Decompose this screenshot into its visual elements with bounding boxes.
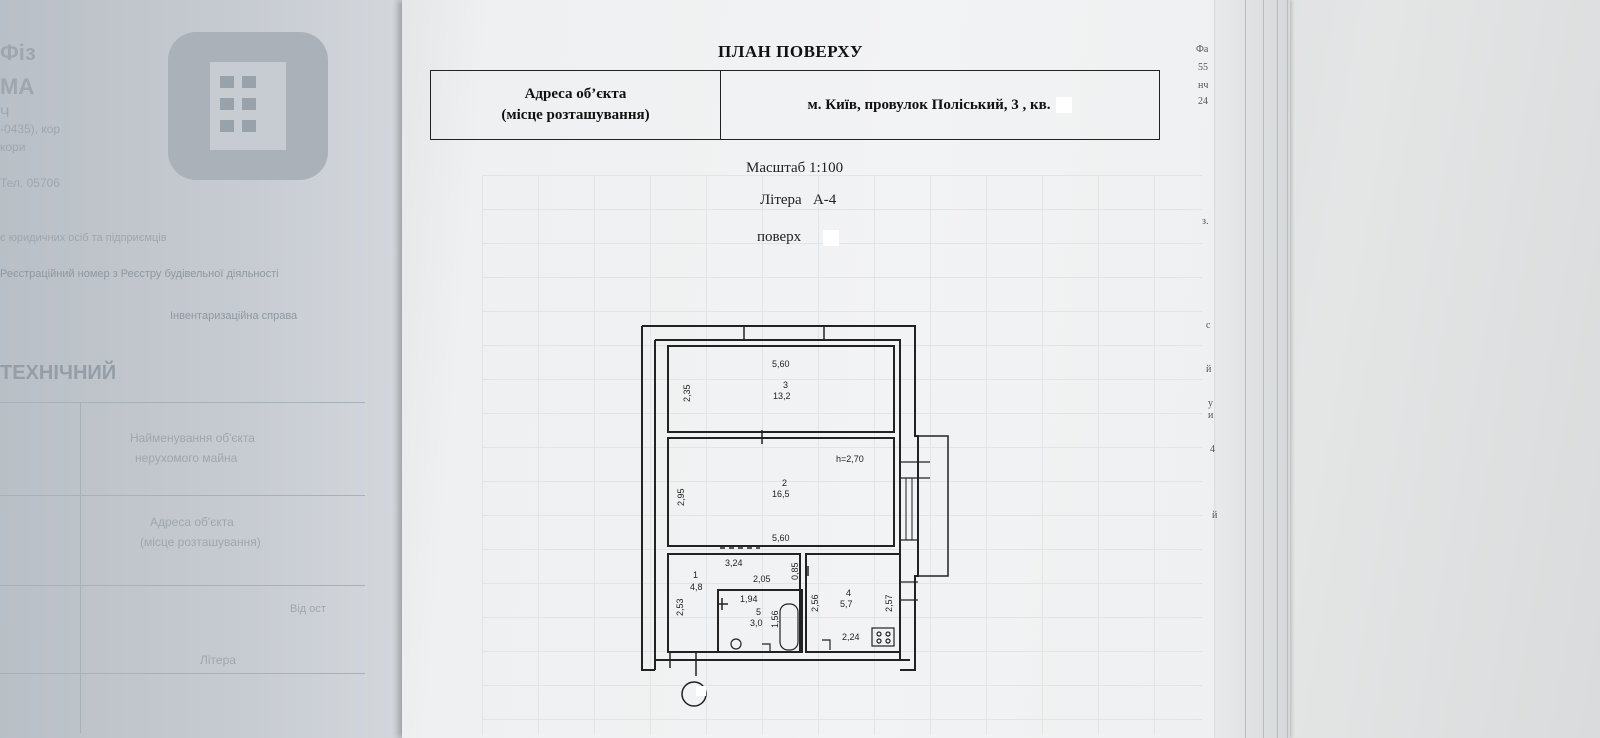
plan-fixtures <box>681 603 895 707</box>
room-1-door: 0,85 <box>790 562 800 580</box>
margin-char: 24 <box>1198 96 1208 107</box>
room-4-depth: 2,56 <box>810 594 820 612</box>
room-2-number: 2 <box>782 478 787 488</box>
left-ghost-text: МА <box>0 74 35 99</box>
left-ghost-heading: ТЕХНІЧНИЙ <box>0 362 117 384</box>
room-3-area: 13,2 <box>773 391 791 401</box>
room-5-width: 1,94 <box>740 594 758 604</box>
left-ghost-text: -0435), кор <box>0 122 61 136</box>
plan-doors <box>718 430 809 610</box>
margin-char: и <box>1208 410 1214 421</box>
left-ghost-table: Найменування об'єкта нерухомого майна Ад… <box>0 402 365 733</box>
room-2-depth: 2,95 <box>676 488 686 506</box>
margin-char: й <box>1212 510 1218 521</box>
room-4-depth-2: 2,57 <box>884 594 894 612</box>
left-ghost-text: Тел. 05706 <box>0 176 60 190</box>
toilet-icon <box>730 638 742 650</box>
room-4-number: 4 <box>846 588 851 598</box>
floor-label: поверх <box>757 229 802 245</box>
left-ghost-text: є юридичних осіб та підприємців <box>0 232 167 244</box>
redaction-box <box>822 229 839 246</box>
bathtub-icon <box>779 603 799 651</box>
room-1-number: 1 <box>693 570 698 580</box>
left-ghost-text: Фіз <box>0 40 36 65</box>
address-table: Адреса об’єкта (місце розташування) м. К… <box>430 70 1160 140</box>
address-label-sub: (місце розташування) <box>501 107 650 123</box>
left-ghost-text: Ч <box>0 104 10 120</box>
room-5-number: 5 <box>756 607 761 617</box>
room-1-depth: 2,53 <box>675 598 685 616</box>
margin-char: с <box>1206 320 1211 331</box>
margin-char: з. <box>1202 216 1209 227</box>
room-3-number: 3 <box>783 380 788 390</box>
bleed-through-grid <box>482 175 1202 735</box>
margin-char: 55 <box>1198 62 1208 73</box>
room-3-depth: 2,35 <box>682 384 692 402</box>
left-ghost-text: Від ост <box>290 603 326 615</box>
redaction-box <box>696 686 706 696</box>
room-5-area: 3,0 <box>750 618 763 628</box>
litera-row: Літера А-4 <box>760 192 836 209</box>
left-page: Фіз МА Ч -0435), кор кори Тел. 05706 є ю… <box>0 0 420 738</box>
left-ghost-text: Інвентаризаційна справа <box>170 310 298 322</box>
left-ghost-text: нерухомого майна <box>135 451 238 465</box>
address-label: Адреса об’єкта <box>524 86 627 102</box>
address-label-cell: Адреса об’єкта (місце розташування) <box>431 71 721 139</box>
margin-char: 4 <box>1210 444 1215 455</box>
margin-char: й <box>1206 364 1212 375</box>
stove-icon <box>871 627 895 647</box>
room-1-extra: 3,24 <box>725 558 743 568</box>
litera-label: Літера <box>760 192 802 208</box>
left-ghost-text: кори <box>0 140 26 154</box>
room-2-width: 5,60 <box>772 533 790 543</box>
document-page <box>402 0 1214 738</box>
room-5-depth: 1,56 <box>770 610 780 628</box>
left-ghost-text: Найменування об'єкта <box>130 431 255 445</box>
ceiling-height: h=2,70 <box>836 454 864 464</box>
left-ghost-text: Літера <box>200 653 236 667</box>
room-4-width: 2,24 <box>842 632 860 642</box>
redaction-box <box>1056 97 1073 113</box>
plan-labels: 5,60 3 13,2 2,35 h=2,70 2 16,5 5,60 2,95… <box>675 359 894 642</box>
margin-char: у <box>1208 398 1213 409</box>
left-ghost-text: (місце розташування) <box>140 535 261 549</box>
left-ghost-text: Реєстраційний номер з Реєстру будівельно… <box>0 268 279 280</box>
address-value-cell: м. Київ, провулок Поліський, 3 , кв. <box>721 71 1159 139</box>
plan-walls <box>641 325 949 676</box>
room-1-area: 4,8 <box>690 582 703 592</box>
room-2-area: 16,5 <box>772 489 790 499</box>
page-stack <box>1215 0 1290 738</box>
page-title: ПЛАН ПОВЕРХУ <box>718 42 863 61</box>
margin-char: Фа <box>1196 44 1209 55</box>
address-value: м. Київ, провулок Поліський, 3 , кв. <box>807 96 1051 113</box>
room-4-area: 5,7 <box>840 599 853 609</box>
margin-char: нч <box>1198 80 1209 91</box>
floor-row: поверх <box>757 229 839 246</box>
litera-value: А-4 <box>812 192 837 208</box>
building-logo-icon <box>168 32 328 180</box>
scale-label: Масштаб 1:100 <box>746 160 844 176</box>
room-3-width: 5,60 <box>772 359 790 369</box>
left-ghost-text: Адреса об'єкта <box>150 515 234 529</box>
room-1-width: 2,05 <box>753 574 771 584</box>
